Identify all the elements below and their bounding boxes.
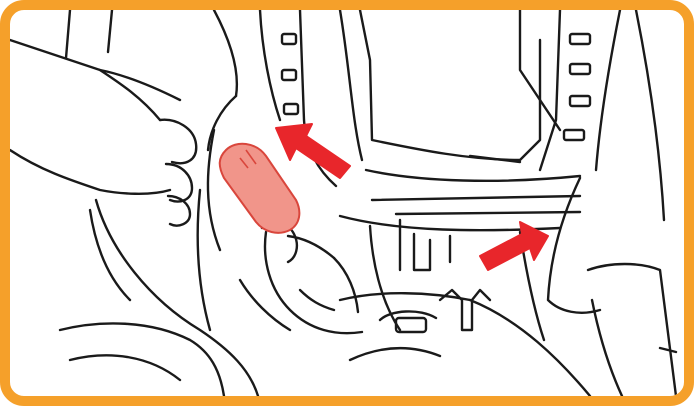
seat-back-panel xyxy=(340,10,580,230)
hand-left-icon xyxy=(10,10,237,226)
seat-cushion xyxy=(340,220,590,396)
hand-right-icon xyxy=(240,223,362,333)
seat-slots-right xyxy=(564,34,590,140)
pull-tab-icon xyxy=(220,144,300,233)
shoulder-strap-right xyxy=(548,178,676,396)
seat-slots-left xyxy=(282,34,298,114)
arrow-upper-icon xyxy=(276,124,350,178)
seat-illustration xyxy=(10,10,684,396)
